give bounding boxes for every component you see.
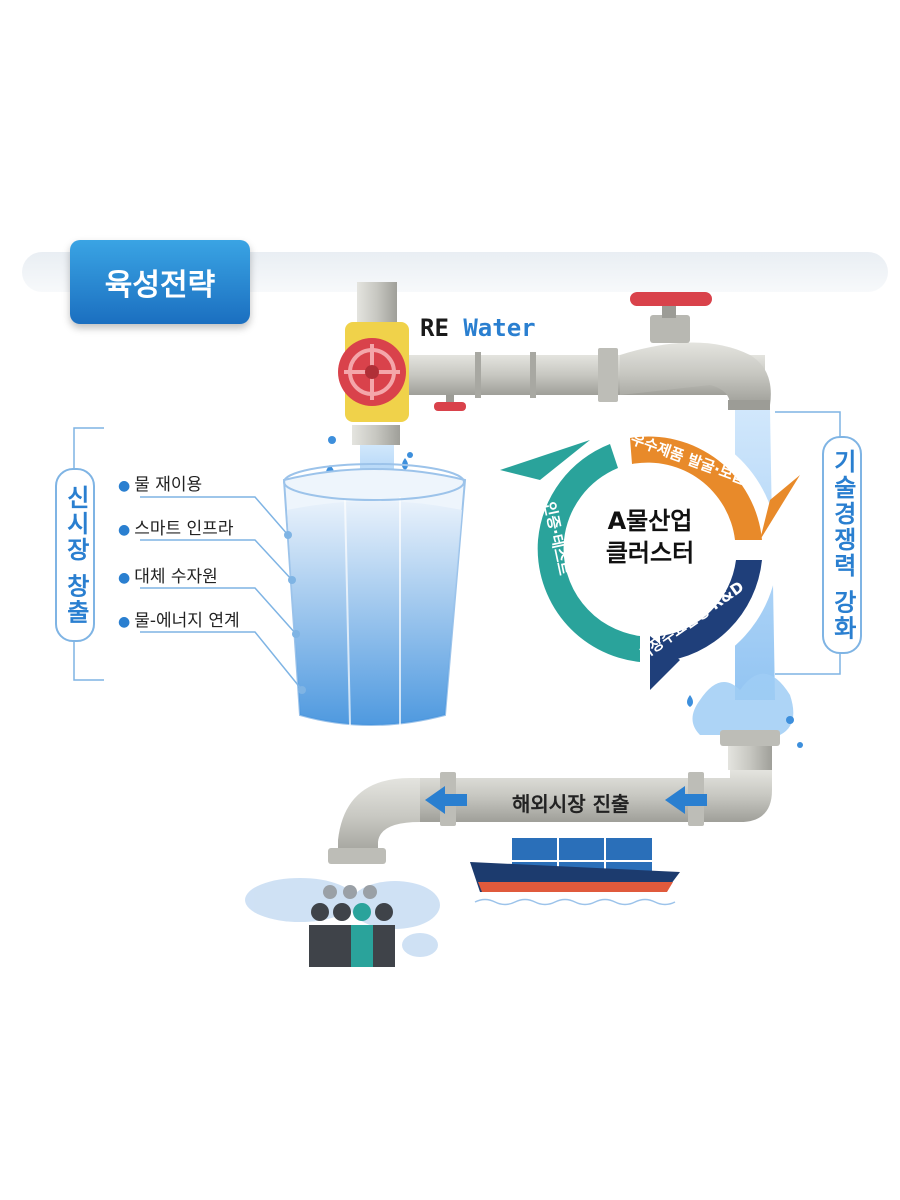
left-item: ●대체 수자원 bbox=[118, 567, 218, 587]
cluster-cycle bbox=[500, 422, 800, 690]
cluster-center: A물산업 클러스터 bbox=[590, 505, 710, 570]
left-arrow-icon bbox=[425, 786, 467, 814]
cluster-title-line2: 클러스터 bbox=[605, 539, 695, 568]
left-item: ●스마트 인프라 bbox=[118, 519, 234, 539]
segment-teal bbox=[537, 444, 640, 662]
segment-navy bbox=[660, 560, 762, 662]
left-item: ●물-에너지 연계 bbox=[118, 611, 240, 631]
brand-re-water: RE Water bbox=[420, 314, 536, 342]
left-arrow-icon bbox=[665, 786, 707, 814]
bottom-pipe-label: 해외시장 진출 bbox=[512, 792, 630, 816]
right-panel-label: 기술경쟁력 강화 bbox=[822, 436, 862, 654]
people-group-icon bbox=[309, 885, 395, 967]
segment-orange bbox=[630, 436, 762, 540]
page-title: 육성전략 bbox=[70, 240, 250, 324]
cargo-ship-icon bbox=[470, 838, 680, 906]
left-panel-label: 신시장 창출 bbox=[55, 468, 95, 642]
left-item: ●물 재이용 bbox=[118, 475, 203, 495]
cluster-title-line1: A물산업 bbox=[607, 507, 693, 535]
faucet-handle-icon bbox=[630, 292, 712, 306]
